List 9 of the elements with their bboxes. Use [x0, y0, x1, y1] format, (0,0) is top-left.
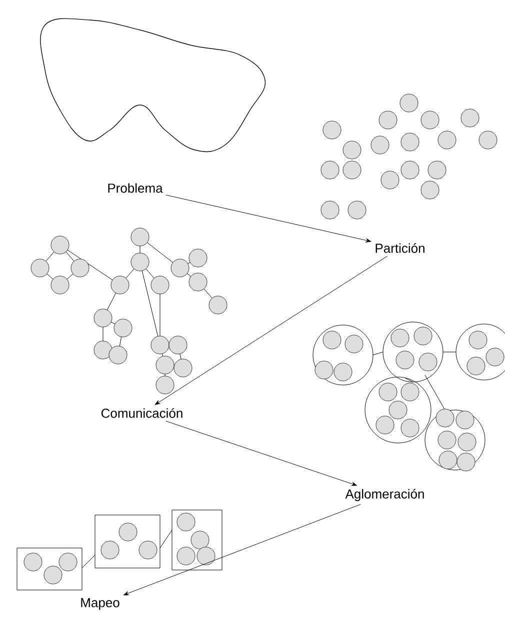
stage-label: Partición — [376, 243, 424, 253]
stage-label: Mapeo — [81, 598, 120, 610]
stage-label: Comunicación — [101, 408, 182, 418]
stage-label: Problema — [108, 183, 163, 193]
stage-label: Aglomeración — [345, 488, 424, 502]
arrow — [166, 194, 372, 242]
arrow — [166, 420, 357, 486]
arrow — [154, 256, 388, 405]
arrow — [123, 504, 361, 596]
